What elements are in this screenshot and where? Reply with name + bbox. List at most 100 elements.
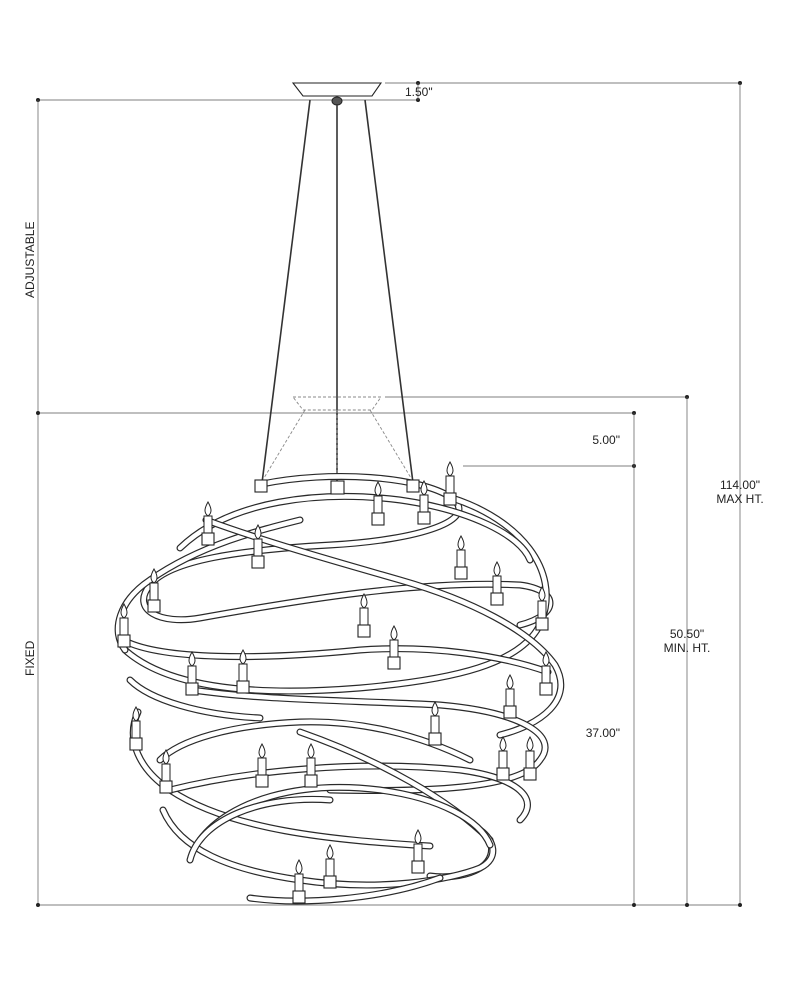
- canopy-height-label: 1.50": [405, 85, 433, 99]
- candle-arm: [117, 602, 131, 648]
- candle-sleeve: [492, 575, 502, 595]
- band-fill: [157, 719, 473, 763]
- candle-bulb-icon: [374, 480, 382, 497]
- fixed-height-label: 37.00": [586, 726, 620, 740]
- candle-bulb-icon: [431, 700, 439, 717]
- candle-cup: [304, 774, 318, 788]
- rod-connector: [330, 480, 345, 495]
- candle-bulb-icon: [120, 602, 128, 619]
- candle-cup: [417, 511, 431, 525]
- candle-arm: [443, 460, 457, 506]
- candle-arm: [323, 843, 337, 889]
- dim-dot: [738, 903, 742, 907]
- candle-cup: [523, 767, 537, 781]
- candle-cup: [443, 492, 457, 506]
- top-connectors: [254, 479, 420, 495]
- max-height-label: MAX HT.: [716, 492, 763, 506]
- band-fill: [160, 807, 496, 888]
- candle-arm: [411, 828, 425, 874]
- candle-sleeve: [419, 494, 429, 514]
- candle-arm: [496, 735, 510, 781]
- candle-bulb-icon: [390, 624, 398, 641]
- candle-arm: [236, 648, 250, 694]
- candle-sleeve: [537, 600, 547, 620]
- candle-cup: [539, 682, 553, 696]
- candle-arm: [523, 735, 537, 781]
- candle-sleeve: [253, 538, 263, 558]
- candle-arm: [185, 650, 199, 696]
- candle-sleeve: [161, 763, 171, 783]
- dimension-labels: 1.50" ADJUSTABLE FIXED 5.00" 37.00" 50.5…: [23, 85, 764, 740]
- candle-sleeve: [238, 663, 248, 683]
- candle-sleeve: [294, 873, 304, 893]
- candle-bulb-icon: [506, 673, 514, 690]
- ghost-cable: [369, 409, 412, 479]
- min-height-label: MIN. HT.: [664, 641, 711, 655]
- candle-cup: [117, 634, 131, 648]
- candle-arm: [255, 742, 269, 788]
- band-fill: [167, 763, 530, 823]
- ring-bands: [114, 473, 565, 905]
- candle-sleeve: [430, 715, 440, 735]
- band-fill: [127, 677, 263, 721]
- candle-sleeve: [445, 475, 455, 495]
- candle-cup: [496, 767, 510, 781]
- candle-bulb-icon: [360, 592, 368, 609]
- candle-cup: [159, 780, 173, 794]
- candle-cup: [251, 555, 265, 569]
- candle-bulb-icon: [162, 748, 170, 765]
- candle-arm: [292, 858, 306, 904]
- dim-dot: [632, 903, 636, 907]
- candle-cup: [357, 624, 371, 638]
- ghost-cable: [263, 409, 306, 479]
- candle-sleeve: [498, 750, 508, 770]
- candle-cup: [428, 732, 442, 746]
- band-fill: [177, 494, 533, 563]
- dimension-lines: [36, 81, 742, 907]
- candle-cup: [490, 592, 504, 606]
- candle-cup: [292, 890, 306, 904]
- candle-arm: [357, 592, 371, 638]
- band-fill: [122, 495, 549, 694]
- candle-bulb-icon: [420, 479, 428, 496]
- band-fill: [203, 517, 563, 738]
- candle-sleeve: [119, 617, 129, 637]
- candle-bulb-icon: [132, 705, 140, 722]
- candle-arm: [539, 650, 553, 696]
- max-height-value: 114.00": [720, 478, 760, 492]
- candle-arm: [251, 523, 265, 569]
- candle-sleeve: [373, 495, 383, 515]
- candle-cup: [454, 566, 468, 580]
- candle-arm: [428, 700, 442, 746]
- candle-bulb-icon: [307, 742, 315, 759]
- right-cable: [364, 99, 414, 484]
- adjustable-label: ADJUSTABLE: [23, 222, 37, 298]
- band-fill: [120, 637, 551, 675]
- candle-bulb-icon: [499, 735, 507, 752]
- fixed-label: FIXED: [23, 640, 37, 676]
- candle-bulb-icon: [258, 742, 266, 759]
- band-fill: [187, 797, 333, 863]
- min-height-value: 50.50": [670, 627, 704, 641]
- candle-cup: [255, 774, 269, 788]
- candle-bulb-icon: [295, 858, 303, 875]
- candle-sleeve: [149, 582, 159, 602]
- candle-arm: [417, 479, 431, 525]
- candle-cup: [371, 512, 385, 526]
- candle-cup: [503, 705, 517, 719]
- candle-arm: [387, 624, 401, 670]
- ghost-canopy: [263, 396, 412, 479]
- candle-bulb-icon: [538, 585, 546, 602]
- candle-sleeve: [541, 665, 551, 685]
- cable-connector: [254, 479, 268, 493]
- candle-arm: [129, 705, 143, 751]
- canopy-hook: [331, 96, 343, 106]
- candle-sleeve: [203, 515, 213, 535]
- candle-bulb-icon: [204, 500, 212, 517]
- candle-cup: [387, 656, 401, 670]
- candle-sleeve: [525, 750, 535, 770]
- candle-bulb-icon: [239, 648, 247, 665]
- band-fill: [247, 875, 443, 904]
- dim-dot: [36, 903, 40, 907]
